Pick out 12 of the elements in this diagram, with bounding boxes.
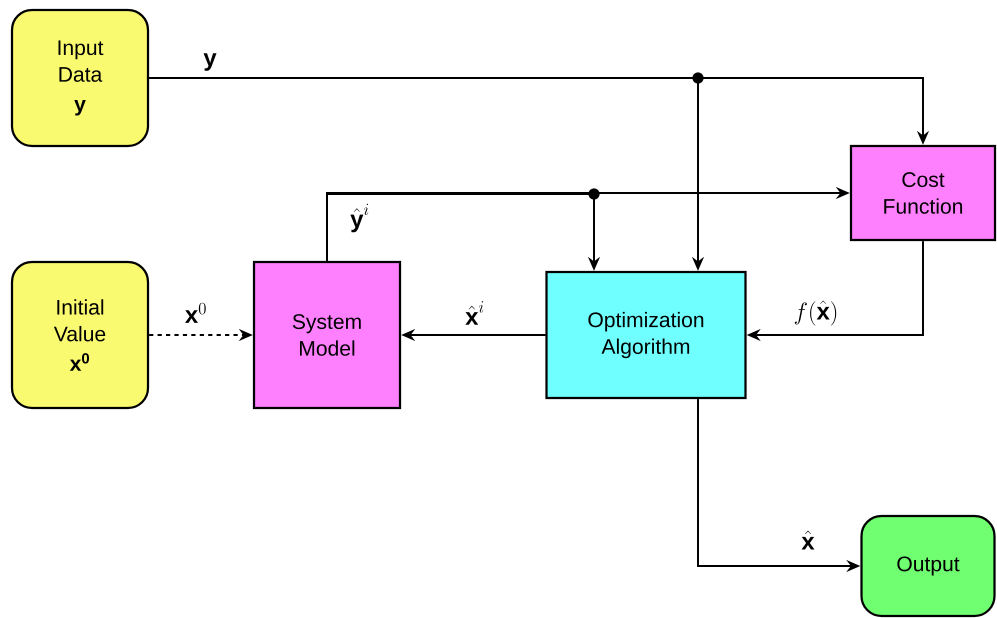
edge-label: $\textbf{x}^{0}$ <box>183 302 209 324</box>
edge-label: $\hat{\textbf{x}}$ <box>800 529 816 551</box>
edge-label: $\hat{\textbf{y}}^{i}$ <box>348 202 372 234</box>
input-box: Input Data y <box>10 8 150 148</box>
edge-label: $f(\hat{\textbf{x}})$ <box>792 299 840 327</box>
edge-label: $\textbf{y}$ <box>202 52 218 72</box>
process-box: System Model <box>252 260 402 410</box>
output-box: Output <box>860 514 996 618</box>
input-box: Initial Value x$^{0}$ <box>10 260 150 410</box>
process-box: Optimization Algorithm <box>545 270 747 400</box>
edge-label: $\hat{\textbf{x}}^{i}$ <box>464 300 486 326</box>
process-box: Cost Function <box>850 144 996 242</box>
